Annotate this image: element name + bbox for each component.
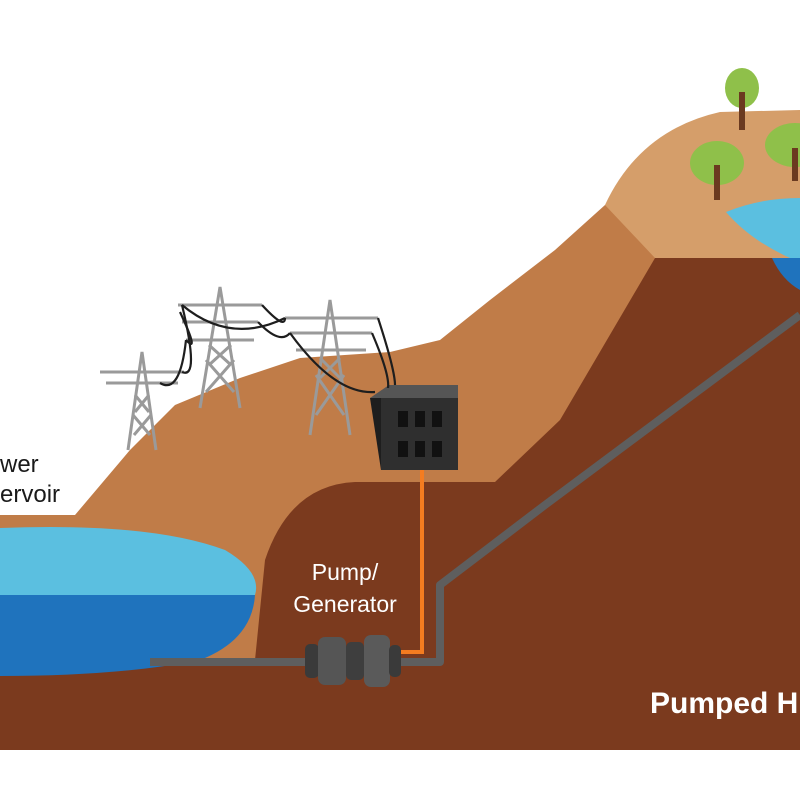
- lower-reservoir-deep-water: [0, 595, 255, 676]
- lower-reservoir-water: [0, 526, 257, 595]
- pump-generator-icon: [305, 635, 401, 687]
- diagram-title: Pumped H: [650, 687, 798, 720]
- upper-reservoir-deep-water: [772, 258, 800, 290]
- power-lines: [159, 304, 397, 394]
- pump-generator-label-line2: Generator: [293, 591, 397, 617]
- tree-icon: [690, 141, 744, 200]
- power-cable: [398, 470, 424, 654]
- upper-reservoir-water: [726, 198, 800, 258]
- transmission-tower-icon: [285, 299, 378, 436]
- lower-reservoir-label-line1: wer: [0, 451, 39, 478]
- tree-icon: [765, 123, 800, 181]
- powerhouse-icon: [370, 385, 458, 470]
- tree-icon: [725, 68, 759, 130]
- deep-soil: [0, 258, 800, 750]
- transmission-tower-icon: [178, 286, 262, 409]
- pump-generator-label-line1: Pump/: [312, 559, 379, 585]
- lower-reservoir-label-line2: ervoir: [0, 481, 60, 508]
- penstock-pipe: [150, 311, 800, 666]
- transmission-tower-icon: [100, 351, 184, 451]
